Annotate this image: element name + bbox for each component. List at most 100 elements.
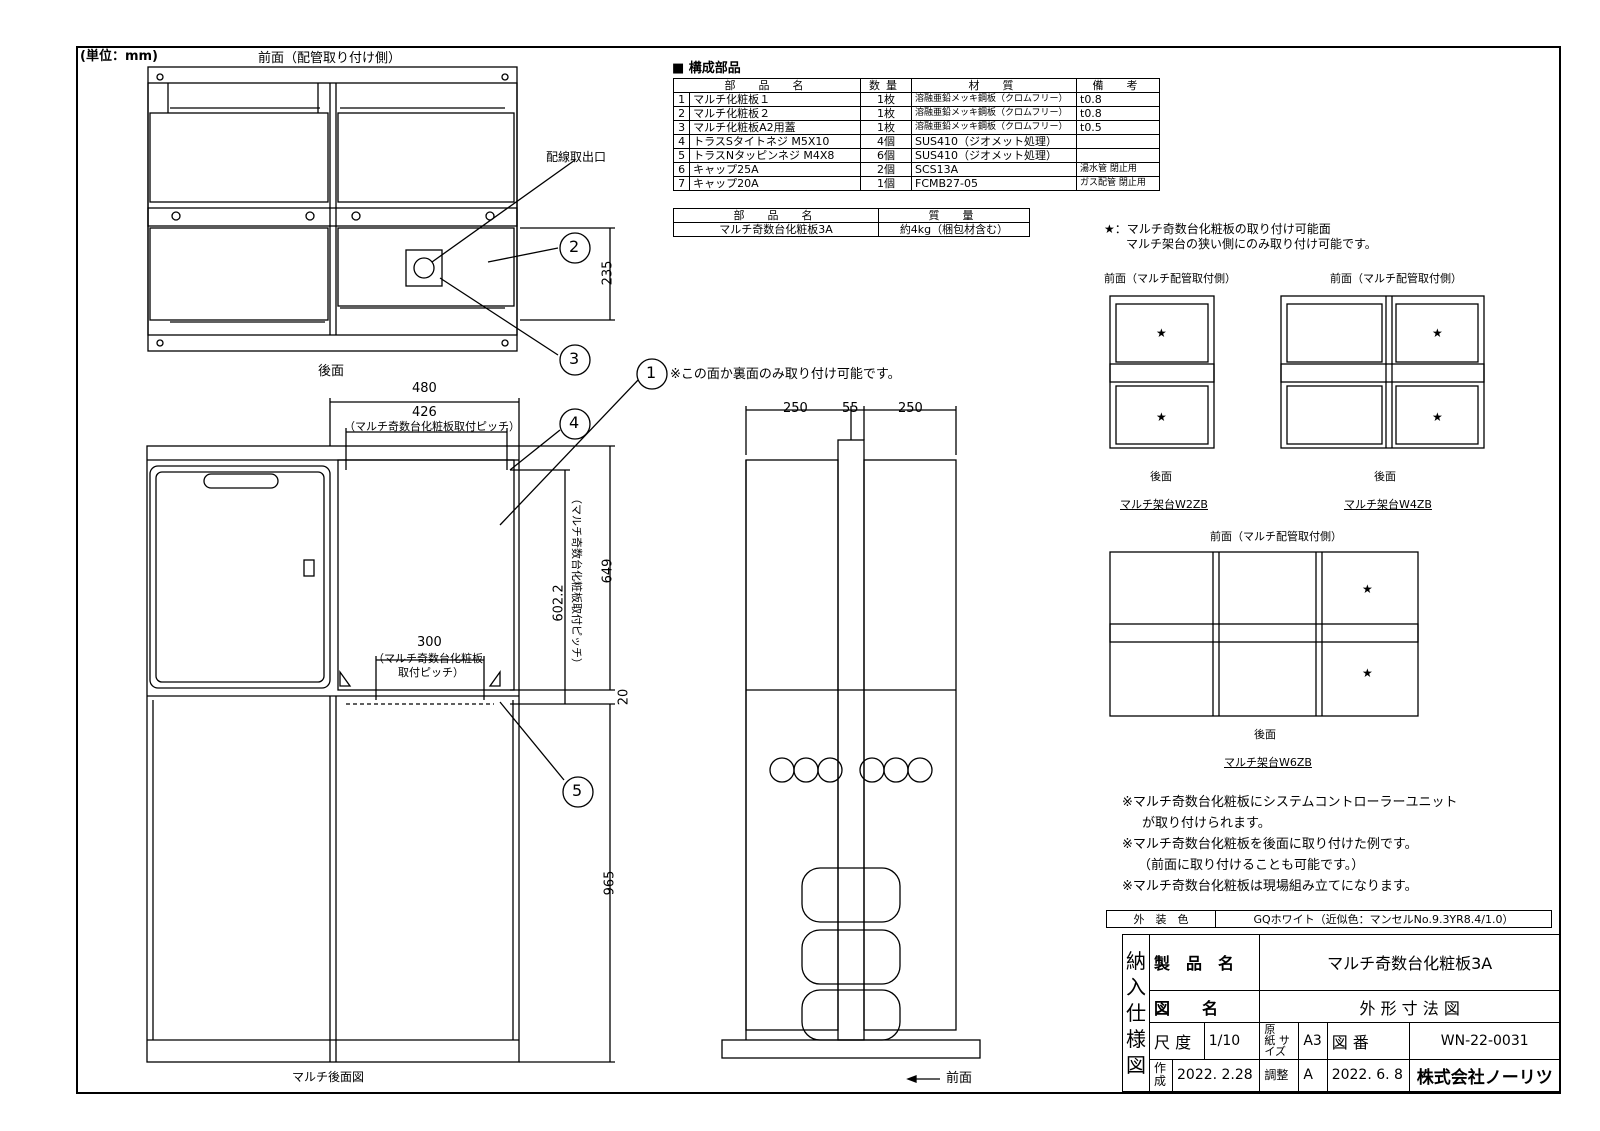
unit-label: (単位：mm) bbox=[80, 49, 158, 64]
drawing-frame bbox=[76, 46, 1561, 1094]
part-no: 3 bbox=[672, 120, 691, 135]
company-name: 株式会社ノーリツ bbox=[1409, 1058, 1560, 1093]
part-remarks bbox=[1076, 148, 1160, 163]
paper-size-value: A3 bbox=[1298, 1022, 1328, 1060]
part-name: トラスNタッピンネジ M4X8 bbox=[689, 148, 861, 163]
dim-300: 300 bbox=[417, 635, 442, 650]
parts-header-row: 部 品 名 数量 材 質 備 考 bbox=[673, 78, 1160, 93]
rear-view-caption: マルチ後面図 bbox=[292, 1070, 365, 1084]
w4zb-front-label: 前面（マルチ配管取付側） bbox=[1330, 272, 1462, 285]
part-no: 7 bbox=[672, 176, 691, 191]
part-material: FCMB27-05 bbox=[911, 176, 1077, 191]
mass-value: 約4kg（梱包材含む） bbox=[878, 222, 1030, 237]
title-block: 納 入 仕 様 図 製 品 名 マルチ奇数台化粧板3A 図 名 外 形 寸 法 … bbox=[1122, 934, 1560, 1093]
side-view-drawing bbox=[721, 406, 981, 1083]
part-no: 5 bbox=[672, 148, 691, 163]
part-name: マルチ化粧板１ bbox=[689, 92, 861, 107]
note-2-cont: （前面に取り付けることも可能です。） bbox=[1138, 858, 1365, 873]
part-qty: 1枚 bbox=[860, 92, 912, 107]
balloon-1: 1 bbox=[646, 363, 657, 382]
star-icon: ★ bbox=[1362, 582, 1373, 596]
balloon-4: 4 bbox=[569, 413, 580, 432]
made-date: 2022. 2.28 bbox=[1171, 1058, 1261, 1093]
part-remarks: t0.8 bbox=[1076, 92, 1160, 107]
parts-header-name: 部 品 名 bbox=[673, 78, 861, 93]
dim-55: 55 bbox=[842, 401, 859, 416]
pitch300-line1: （マルチ奇数台化粧板 bbox=[373, 652, 483, 665]
w4zb-caption: マルチ架台W4ZB bbox=[1344, 498, 1432, 511]
top-back-label: 後面 bbox=[318, 364, 345, 379]
dim-20: 20 bbox=[616, 688, 632, 706]
dim-965: 965 bbox=[602, 870, 618, 896]
parts-heading: ■ 構成部品 bbox=[672, 61, 741, 76]
finish-color-row: 外 装 色 GQホワイト（近似色：マンセルNo.9.3YR8.4/1.0） bbox=[1106, 910, 1552, 928]
adjust-rev: A bbox=[1298, 1058, 1328, 1093]
scale-value: 1/10 bbox=[1203, 1022, 1261, 1060]
star-note-line1: ★：マルチ奇数台化粧板の取り付け可能面 bbox=[1104, 222, 1331, 236]
part-material: SCS13A bbox=[911, 162, 1077, 177]
side-char: 納 bbox=[1126, 949, 1146, 973]
mass-header-name: 部 品 名 bbox=[673, 208, 879, 223]
star-icon: ★ bbox=[1362, 666, 1373, 680]
part-qty: 2個 bbox=[860, 162, 912, 177]
finish-value: GQホワイト（近似色：マンセルNo.9.3YR8.4/1.0） bbox=[1215, 910, 1552, 928]
note-1: ※マルチ奇数台化粧板にシステムコントローラーユニット bbox=[1122, 795, 1458, 810]
parts-header-remarks: 備 考 bbox=[1076, 78, 1160, 93]
w6zb-front-label: 前面（マルチ配管取付側） bbox=[1210, 530, 1342, 543]
star-icon: ★ bbox=[1432, 410, 1443, 424]
w4zb-back-label: 後面 bbox=[1374, 470, 1396, 483]
note-2: ※マルチ奇数台化粧板を後面に取り付けた例です。 bbox=[1122, 837, 1418, 852]
front-arrow-label: 前面 bbox=[946, 1071, 973, 1086]
w2zb-back-label: 後面 bbox=[1150, 470, 1172, 483]
drawing-number-value: WN-22-0031 bbox=[1409, 1022, 1560, 1060]
dim-250-left: 250 bbox=[783, 401, 808, 416]
part-remarks bbox=[1076, 134, 1160, 149]
mount-note: ※この面か裏面のみ取り付け可能です。 bbox=[670, 367, 901, 382]
dim-235: 235 bbox=[600, 260, 616, 286]
part-remarks: t0.8 bbox=[1076, 106, 1160, 121]
side-char: 図 bbox=[1126, 1053, 1146, 1077]
dim-480: 480 bbox=[412, 381, 437, 396]
rear-view-drawing bbox=[146, 377, 641, 1063]
product-value: マルチ奇数台化粧板3A bbox=[1259, 934, 1560, 991]
part-name: キャップ25A bbox=[689, 162, 861, 177]
part-qty: 1個 bbox=[860, 176, 912, 191]
parts-header-qty: 数量 bbox=[860, 78, 912, 93]
rack-w6zb-drawing bbox=[1109, 551, 1419, 717]
vertical-pitch-label: （マルチ奇数台化粧板取付ピッチ） bbox=[570, 493, 583, 669]
made-label: 作成 bbox=[1149, 1058, 1173, 1093]
star-icon: ★ bbox=[1156, 410, 1167, 424]
dim-426: 426 bbox=[412, 405, 437, 420]
scale-label: 尺 度 bbox=[1149, 1022, 1205, 1060]
part-qty: 1枚 bbox=[860, 106, 912, 121]
dim-250-right: 250 bbox=[898, 401, 923, 416]
part-material: SUS410（ジオメット処理） bbox=[911, 134, 1077, 149]
mass-part-name: マルチ奇数台化粧板3A bbox=[673, 222, 879, 237]
adjust-date: 2022. 6. 8 bbox=[1326, 1058, 1411, 1093]
part-name: マルチ化粧板２ bbox=[689, 106, 861, 121]
pitch-label: （マルチ奇数台化粧板取付ピッチ） bbox=[344, 420, 520, 433]
w2zb-front-label: 前面（マルチ配管取付側） bbox=[1104, 272, 1236, 285]
w6zb-back-label: 後面 bbox=[1254, 728, 1276, 741]
part-no: 6 bbox=[672, 162, 691, 177]
star-icon: ★ bbox=[1432, 326, 1443, 340]
drawing-value: 外 形 寸 法 図 bbox=[1259, 989, 1560, 1024]
dim-602: 602.2 bbox=[551, 584, 567, 622]
part-remarks: 湯水管 閉止用 bbox=[1076, 162, 1160, 177]
finish-label: 外 装 色 bbox=[1106, 910, 1216, 928]
rack-w4zb-drawing bbox=[1280, 295, 1485, 449]
star-icon: ★ bbox=[1156, 326, 1167, 340]
part-name: トラスSタイトネジ M5X10 bbox=[689, 134, 861, 149]
part-qty: 1枚 bbox=[860, 120, 912, 135]
mass-header-mass: 質 量 bbox=[878, 208, 1030, 223]
w6zb-caption: マルチ架台W6ZB bbox=[1224, 756, 1312, 769]
rack-w2zb-drawing bbox=[1109, 295, 1215, 449]
top-front-label: 前面（配管取り付け側） bbox=[258, 51, 402, 66]
part-qty: 6個 bbox=[860, 148, 912, 163]
